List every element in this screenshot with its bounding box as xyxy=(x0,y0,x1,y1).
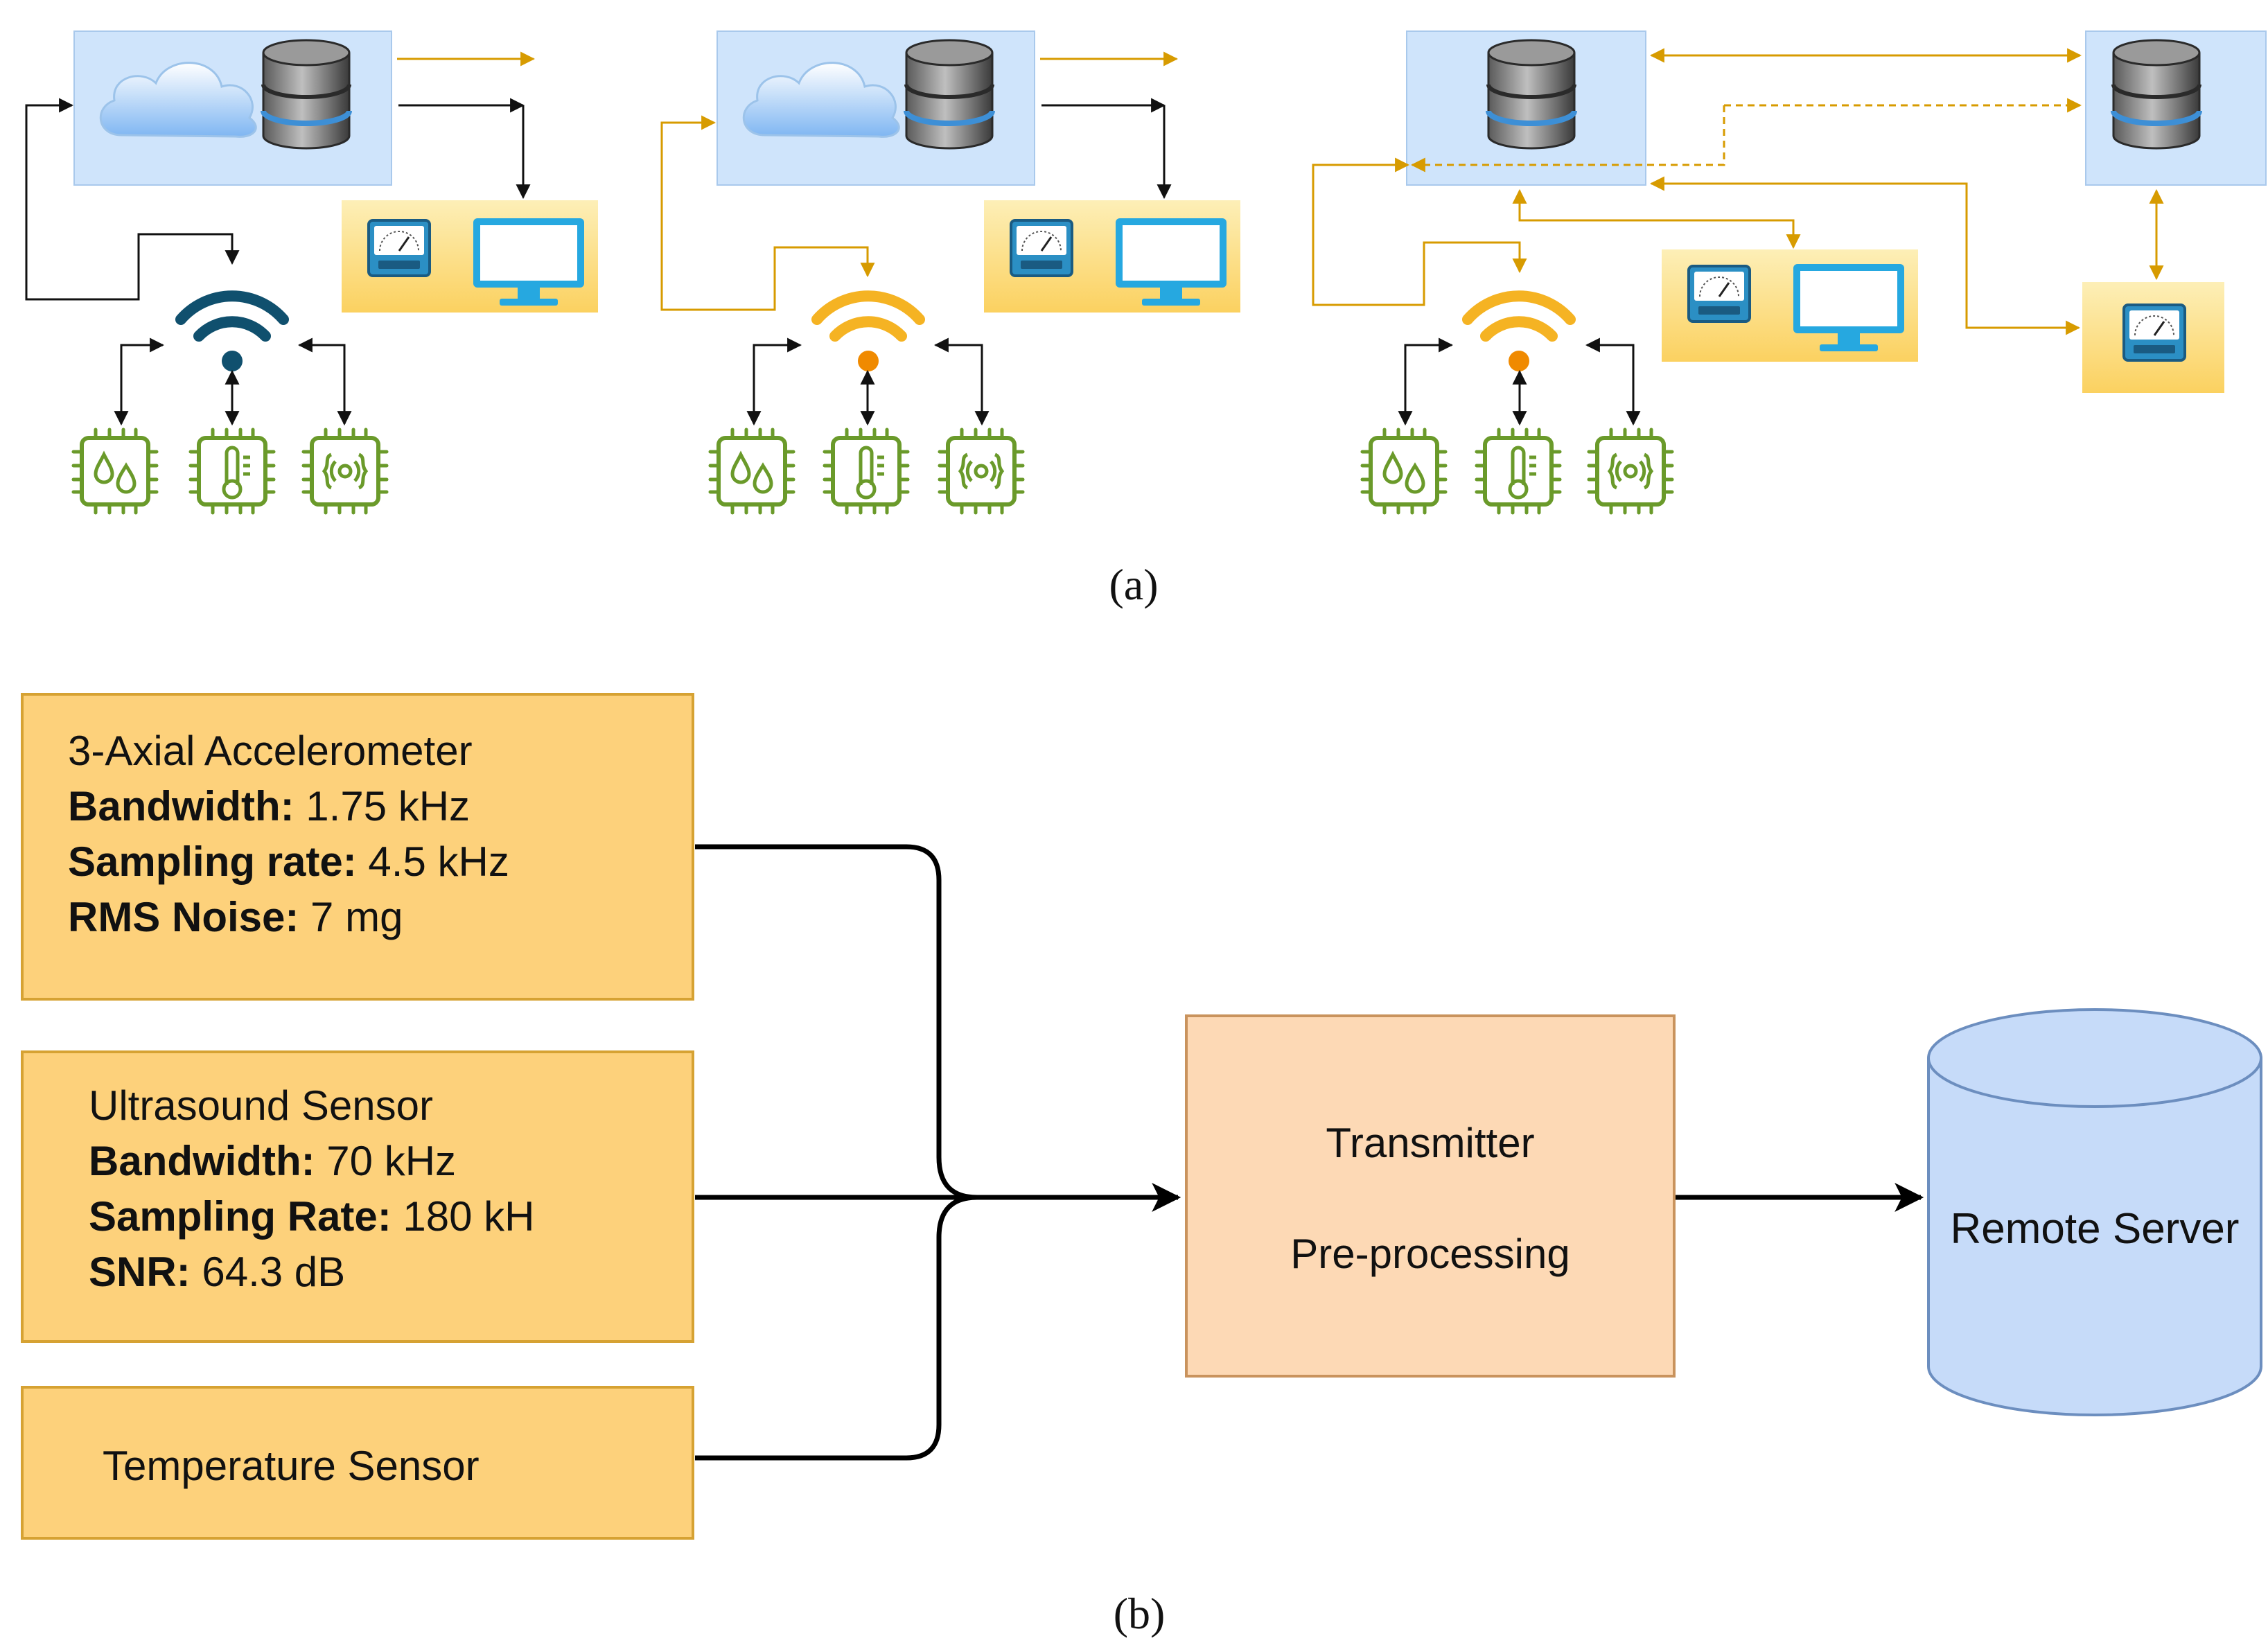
vibration-sensor-chip-icon xyxy=(1589,430,1672,513)
wifi-icon xyxy=(817,296,920,371)
database-icon xyxy=(1488,40,1574,148)
humidity-sensor-chip-icon xyxy=(710,430,793,513)
vibration-sensor-chip-icon xyxy=(940,430,1023,513)
humidity-sensor-chip-icon xyxy=(73,430,157,513)
database-icon xyxy=(906,40,992,148)
processor-transmitter-label: Transmitter xyxy=(1326,1120,1534,1166)
accelerometer-box: 3-Axial Accelerometer Bandwidth: 1.75 kH… xyxy=(21,693,694,1001)
accelerometer-title: 3-Axial Accelerometer xyxy=(68,728,473,774)
processor-preprocessing-label: Pre-processing xyxy=(1290,1231,1570,1277)
panel-b: 3-Axial Accelerometer Bandwidth: 1.75 kH… xyxy=(21,693,2262,1638)
processor-box: Transmitter Pre-processing xyxy=(1185,1014,1676,1378)
temperature-title: Temperature Sensor xyxy=(103,1443,480,1489)
gauge-icon xyxy=(367,219,431,277)
gauge-icon xyxy=(1687,265,1751,323)
temperature-sensor-chip-icon xyxy=(191,430,274,513)
network-3 xyxy=(1312,30,2267,513)
panel-a-caption: (a) xyxy=(1109,560,1158,609)
database-icon xyxy=(2113,40,2199,148)
ultrasound-title: Ultrasound Sensor xyxy=(89,1082,433,1129)
sensor-connectors xyxy=(695,844,1924,1461)
network-2 xyxy=(660,30,1240,513)
database-icon xyxy=(263,40,349,148)
accelerometer-bandwidth: Bandwidth: 1.75 kHz xyxy=(68,783,470,829)
ultrasound-sampling-rate: Sampling Rate: 180 kH xyxy=(89,1193,535,1240)
temperature-sensor-chip-icon xyxy=(825,430,908,513)
panel-a: (a) xyxy=(25,30,2267,609)
remote-server-label: Remote Server xyxy=(1951,1205,2240,1253)
accelerometer-rms-noise: RMS Noise: 7 mg xyxy=(68,894,403,940)
network-3-sensor-links xyxy=(1398,337,1641,426)
wifi-icon xyxy=(181,296,283,371)
panel-b-caption: (b) xyxy=(1114,1589,1166,1638)
network-3-links xyxy=(1312,48,2164,335)
remote-server-cylinder: Remote Server xyxy=(1927,1008,2262,1416)
accelerometer-sampling-rate: Sampling rate: 4.5 kHz xyxy=(68,838,509,885)
temperature-box: Temperature Sensor xyxy=(21,1386,694,1540)
ultrasound-bandwidth: Bandwidth: 70 kHz xyxy=(89,1138,456,1184)
network-1 xyxy=(25,30,598,513)
humidity-sensor-chip-icon xyxy=(1362,430,1445,513)
temperature-sensor-chip-icon xyxy=(1477,430,1560,513)
vibration-sensor-chip-icon xyxy=(304,430,387,513)
ultrasound-snr: SNR: 64.3 dB xyxy=(89,1249,345,1295)
network-2-links xyxy=(660,51,1179,426)
gauge-icon xyxy=(2122,304,2186,362)
gauge-icon xyxy=(1010,219,1073,277)
wifi-icon xyxy=(1468,296,1570,371)
ultrasound-box: Ultrasound Sensor Bandwidth: 70 kHz Samp… xyxy=(21,1050,694,1343)
network-1-links xyxy=(25,51,536,426)
